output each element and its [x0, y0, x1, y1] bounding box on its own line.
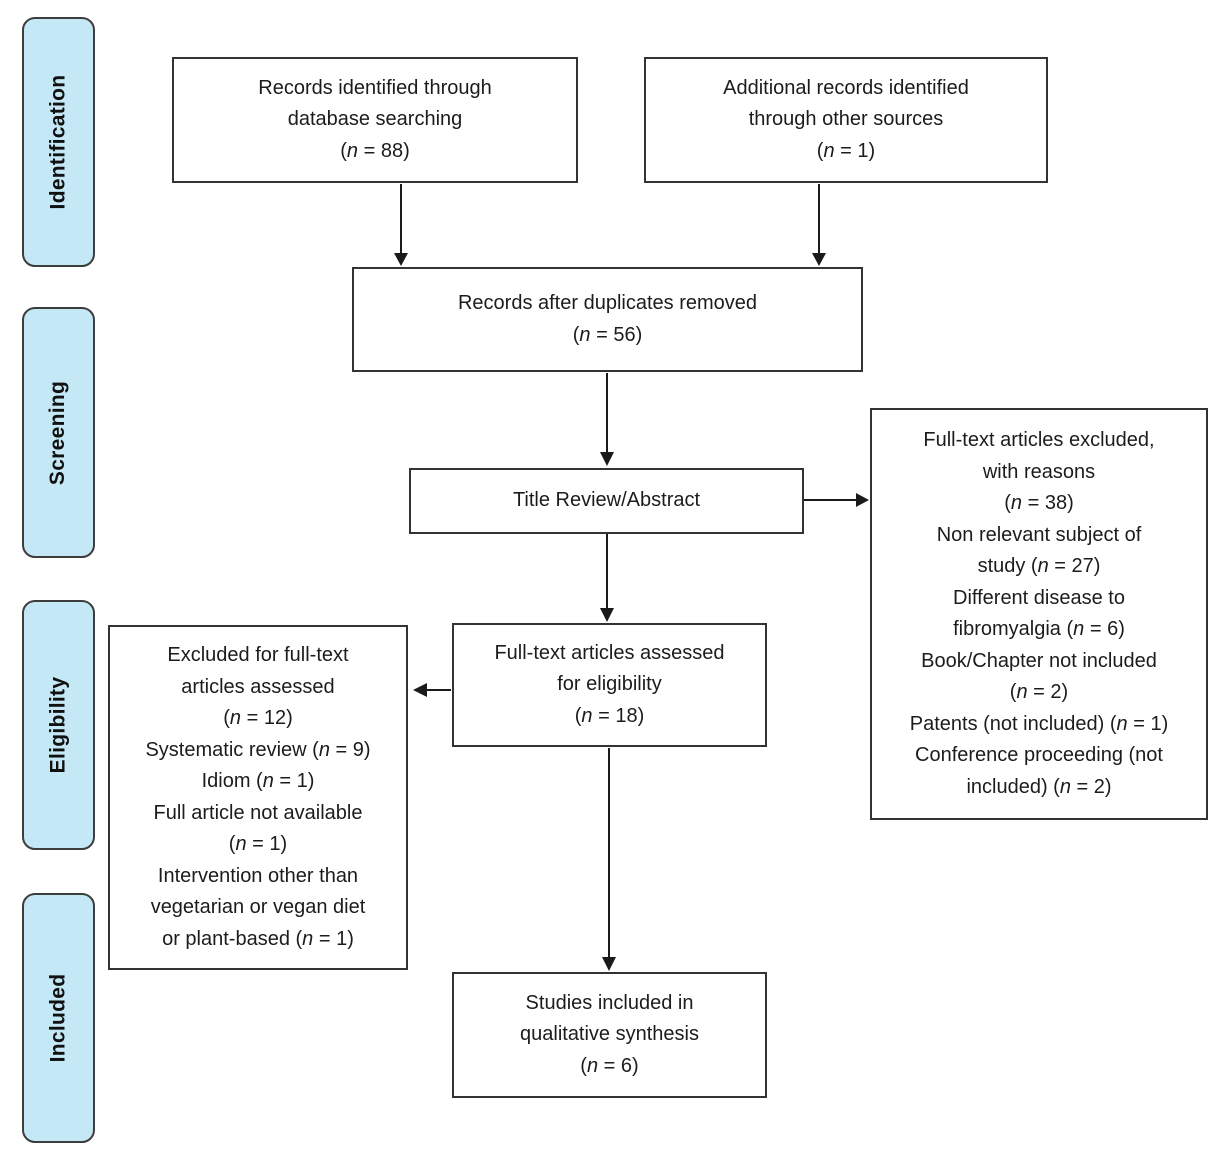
- stage-label-screening: Screening: [22, 307, 95, 558]
- box-additional-records: Additional records identified through ot…: [644, 57, 1048, 183]
- arrow-additional-to-duplicates: [812, 184, 826, 266]
- stage-label-eligibility: Eligibility: [22, 600, 95, 850]
- box-duplicates-removed: Records after duplicates removed (n = 56…: [352, 267, 863, 372]
- box-title-review-text: Title Review/Abstract: [512, 489, 701, 512]
- stage-label-included: Included: [22, 893, 95, 1143]
- box-records-identified: Records identified through database sear…: [172, 57, 578, 183]
- stage-label-screening-text: Screening: [46, 380, 70, 485]
- stage-label-identification: Identification: [22, 17, 95, 267]
- arrow-identified-to-duplicates: [394, 184, 408, 266]
- box-studies-included-text: Studies included in qualitative synthesi…: [520, 991, 699, 1077]
- stage-label-included-text: Included: [46, 973, 70, 1063]
- box-excluded-fulltext-text: Excluded for full-text articles assessed…: [145, 644, 371, 950]
- arrow-assessed-to-included: [602, 748, 616, 971]
- box-excluded-fulltext: Excluded for full-text articles assessed…: [108, 625, 408, 970]
- box-duplicates-removed-text: Records after duplicates removed (n = 56…: [457, 292, 758, 346]
- box-fulltext-assessed: Full-text articles assessed for eligibil…: [452, 623, 767, 747]
- box-additional-records-text: Additional records identified through ot…: [723, 76, 969, 162]
- box-records-identified-text: Records identified through database sear…: [258, 76, 492, 162]
- arrow-assessed-to-excluded-left: [413, 683, 451, 697]
- arrow-title-review-to-excluded: [804, 493, 869, 507]
- box-title-review: Title Review/Abstract: [409, 468, 804, 534]
- stage-label-identification-text: Identification: [46, 74, 70, 210]
- arrow-title-review-to-assessed: [600, 534, 614, 622]
- stage-label-eligibility-text: Eligibility: [46, 676, 70, 774]
- box-fulltext-assessed-text: Full-text articles assessed for eligibil…: [494, 641, 725, 727]
- box-fulltext-excluded-text: Full-text articles excluded, with reason…: [909, 429, 1169, 798]
- box-studies-included: Studies included in qualitative synthesi…: [452, 972, 767, 1098]
- box-fulltext-excluded: Full-text articles excluded, with reason…: [870, 408, 1208, 820]
- arrow-duplicates-to-title-review: [600, 373, 614, 466]
